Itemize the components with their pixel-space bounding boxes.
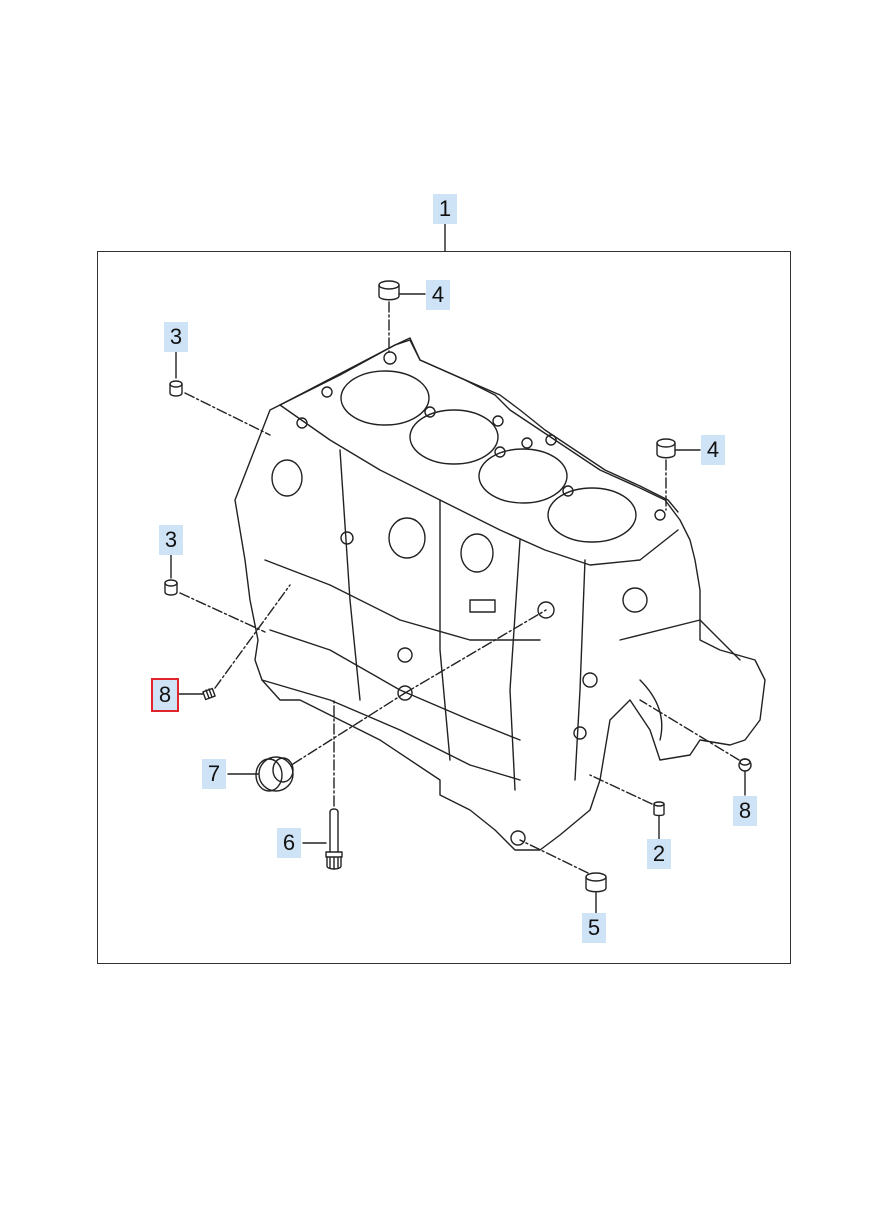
leader-seal-dash-2 xyxy=(404,609,547,694)
dowel-part-3-lower xyxy=(164,579,178,596)
callout-1[interactable]: 1 xyxy=(433,194,457,224)
dowel-part-4-right xyxy=(656,438,676,459)
callout-5[interactable]: 5 xyxy=(582,913,606,943)
seal-part-7 xyxy=(255,756,294,792)
sleeve-part-5 xyxy=(585,872,607,893)
leader-8-right-dash xyxy=(639,699,740,761)
leader-3-lower-dash xyxy=(179,592,266,633)
dowel-part-4-top xyxy=(378,280,400,301)
leader-2-dash xyxy=(589,774,653,805)
leader-7-dash xyxy=(292,692,406,765)
callout-8-right[interactable]: 8 xyxy=(733,796,757,826)
plug-part-8-left xyxy=(202,687,216,701)
leader-5-dash xyxy=(519,839,589,874)
pin-part-2 xyxy=(653,801,665,817)
dowel-part-3-upper xyxy=(169,380,183,397)
leader-8-left-dash xyxy=(214,584,291,689)
callout-3-lower[interactable]: 3 xyxy=(159,525,183,555)
callout-8-left-selected[interactable]: 8 xyxy=(151,678,179,712)
callout-4-right[interactable]: 4 xyxy=(701,435,725,465)
callout-6[interactable]: 6 xyxy=(277,828,301,858)
bolt-part-6 xyxy=(325,808,343,870)
cylinder-block xyxy=(234,337,766,851)
callout-7[interactable]: 7 xyxy=(202,759,226,789)
leader-3-upper-dash xyxy=(184,392,271,436)
callout-3-upper[interactable]: 3 xyxy=(164,322,188,352)
plug-part-8-right xyxy=(738,758,752,772)
callout-4-top[interactable]: 4 xyxy=(426,280,450,310)
callout-2[interactable]: 2 xyxy=(647,839,671,869)
